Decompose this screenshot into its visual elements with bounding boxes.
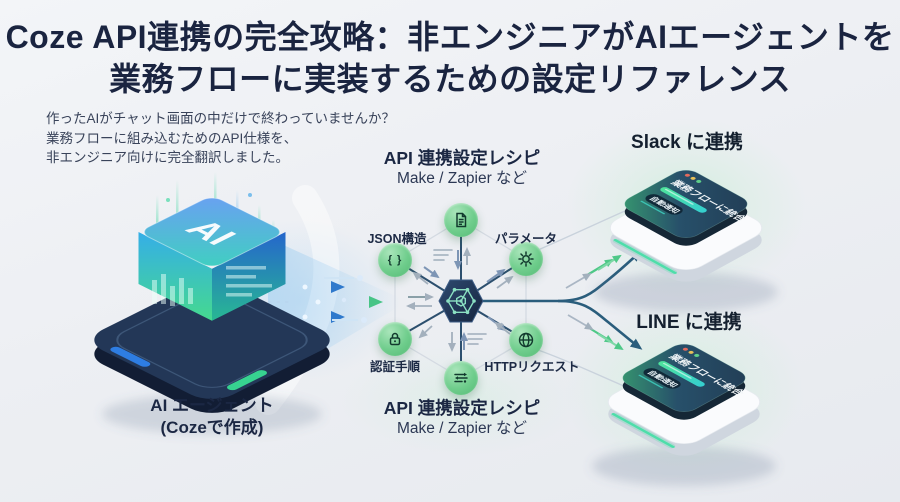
node-params xyxy=(509,242,543,276)
slack-integration-label: Slack に連携 xyxy=(631,132,743,153)
intro-line: 非エンジニア向けに完全翻訳しました。 xyxy=(46,150,289,165)
cube-face-pattern xyxy=(152,266,272,306)
recipe-top-subtitle: Make / Zapier など xyxy=(396,170,528,187)
base-glow-blue xyxy=(110,346,151,367)
ai-cube: AI xyxy=(94,172,367,434)
page-title: Coze API連携の完全攻略：非エンジニアがAIエージェントを 業務フローに実… xyxy=(0,16,900,100)
braces-icon: { } xyxy=(387,254,403,266)
label-json: JSON構造 xyxy=(367,232,427,246)
device-slack: 業務フローに統合 自動通知 xyxy=(594,170,778,312)
node-document xyxy=(444,203,478,237)
recipe-label-top: API 連携設定レシピ Make / Zapier など xyxy=(322,148,602,189)
window-dot-yellow-icon xyxy=(690,176,696,180)
network-cube-icon xyxy=(446,287,476,315)
gear-icon xyxy=(518,251,534,267)
window-dot-green-icon xyxy=(696,180,702,183)
ai-agent-label-line2: (Cozeで作成) xyxy=(160,418,264,437)
lock-icon xyxy=(389,332,401,346)
cube-top-face: AI xyxy=(143,197,281,267)
cube-left-face xyxy=(138,232,212,321)
window-dot-red-icon xyxy=(684,173,691,177)
base-glow-green xyxy=(227,370,267,391)
node-json: { } xyxy=(378,243,412,277)
intro-paragraph: 作ったAIがチャット画面の中だけで終わっていませんか？ 業務フローに組み込むため… xyxy=(46,109,406,168)
split-flow-arrows xyxy=(483,250,643,351)
globe-icon xyxy=(518,332,534,348)
window-dot-yellow-icon xyxy=(688,350,694,354)
recipe-top-title: API 連携設定レシピ xyxy=(383,148,541,168)
document-icon xyxy=(456,212,467,228)
title-line-1: Coze API連携の完全攻略：非エンジニアがAIエージェントを xyxy=(5,19,895,55)
title-line-2: 業務フローに実装するための設定リファレンス xyxy=(109,61,791,97)
intro-line: 業務フローに組み込むためのAPI仕様を、 xyxy=(46,130,298,146)
device-line: 業務フローに統合 自動通知 xyxy=(592,344,776,486)
recipe-bottom-subtitle: Make / Zapier など xyxy=(396,420,528,437)
ai-agent-label-line1: AI エージェント xyxy=(150,396,274,415)
hub-micro-arrows xyxy=(406,247,514,352)
node-auth xyxy=(378,322,412,356)
recipe-bottom-title: API 連携設定レシピ xyxy=(383,398,541,418)
label-auth: 認証手順 xyxy=(369,360,420,374)
label-http: HTTPリクエスト xyxy=(484,360,580,374)
node-mapping xyxy=(444,361,478,395)
window-dot-green-icon xyxy=(694,354,700,357)
recipe-label-bottom: API 連携設定レシピ Make / Zapier など xyxy=(322,398,602,439)
circuit-dots xyxy=(324,275,367,323)
ai-agent-label: AI エージェント (Cozeで作成) xyxy=(112,395,312,439)
line-integration-label: LINE に連携 xyxy=(636,312,742,333)
node-http xyxy=(509,323,543,357)
window-dot-red-icon xyxy=(682,347,689,351)
hub-hexagon xyxy=(438,279,484,323)
transfer-lines-icon xyxy=(454,372,468,383)
intro-line: 作ったAIがチャット画面の中だけで終わっていませんか？ xyxy=(46,111,396,126)
label-params: パラメータ xyxy=(494,232,558,246)
